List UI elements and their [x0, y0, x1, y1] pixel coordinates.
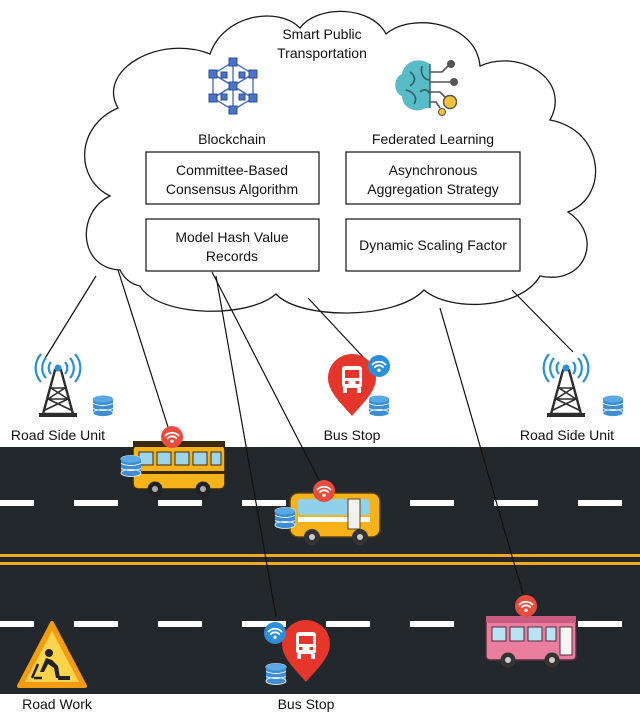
antenna-tower-icon-right: [542, 352, 590, 419]
database-icon-city-bus: [274, 507, 296, 529]
consensus-box-line2: Consensus Algorithm: [166, 181, 298, 197]
aggregation-box-line2: Aggregation Strategy: [367, 181, 499, 197]
aggregation-box-line1: Asynchronous: [389, 162, 478, 178]
rsu-right-label: Road Side Unit: [520, 427, 614, 443]
road-center-line-bottom: [0, 562, 640, 565]
road-work-sign-icon: [17, 621, 87, 688]
aggregation-box: [345, 151, 521, 205]
road-work-label: Road Work: [22, 696, 93, 712]
database-icon-bus-stop-top: [368, 395, 390, 417]
wifi-icon-bus-stop-bottom: [263, 621, 287, 645]
rsu-left-label: Road Side Unit: [11, 427, 105, 443]
database-icon-rsu-left: [92, 395, 114, 417]
connection-lines: [43, 269, 574, 617]
wifi-icon-city-bus: [312, 479, 336, 503]
hash-records-box-line1: Model Hash Value: [175, 229, 289, 245]
scaling-factor-box-line1: Dynamic Scaling Factor: [359, 237, 507, 253]
blockchain-network-icon: [208, 57, 258, 115]
wifi-icon-school-bus: [160, 425, 184, 449]
bus-stop-top-label: Bus Stop: [324, 427, 381, 443]
school-bus-icon: [132, 441, 226, 497]
brain-circuit-icon: [395, 60, 458, 116]
antenna-tower-icon-left: [34, 352, 82, 419]
hash-records-box-line2: Records: [206, 248, 258, 264]
scaling-factor-box: [345, 218, 521, 272]
database-icon-bus-stop-bottom: [265, 663, 287, 685]
consensus-box: [145, 151, 320, 205]
city-bus-icon: [289, 492, 381, 545]
database-icon-rsu-right: [602, 395, 624, 417]
blockchain-label: Blockchain: [198, 131, 266, 147]
tram-icon: [485, 616, 577, 668]
wifi-icon-bus-stop-top: [367, 354, 391, 378]
federated-learning-label: Federated Learning: [372, 131, 494, 147]
consensus-box-line1: Committee-Based: [176, 162, 288, 178]
road-center-line-top: [0, 554, 640, 557]
cloud-title-line1: Smart Public: [282, 26, 361, 42]
hash-records-box: [145, 218, 320, 272]
cloud-title-line2: Transportation: [277, 45, 367, 61]
bus-stop-bottom-label: Bus Stop: [278, 696, 335, 712]
wifi-icon-tram: [514, 594, 538, 618]
database-icon-school-bus: [120, 455, 142, 477]
